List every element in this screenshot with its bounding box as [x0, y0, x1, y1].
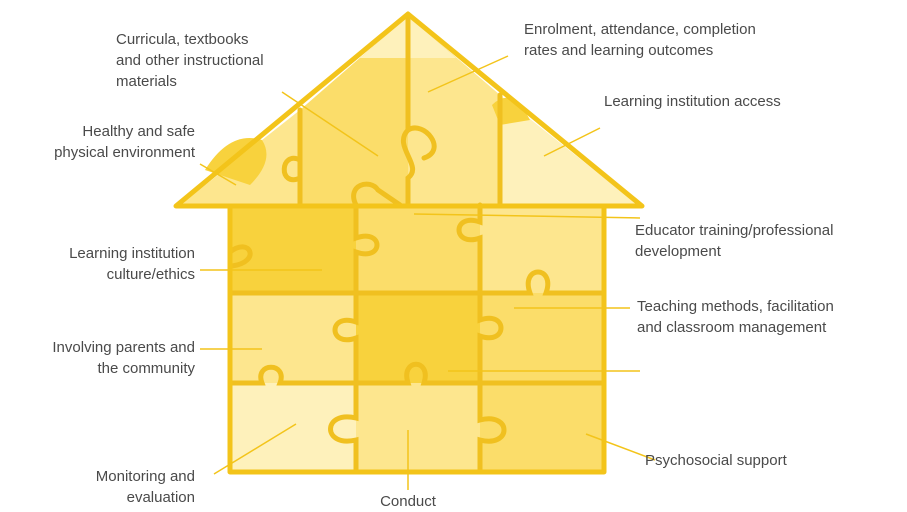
label-healthy: Healthy and safe physical environment [54, 123, 195, 161]
roof-center-right [408, 16, 500, 205]
leader-educator [413, 213, 641, 219]
label-curricula: Curricula, textbooks and other instructi… [116, 31, 264, 90]
label-psychosocial: Psychosocial support [645, 452, 787, 469]
label-enrolment: Enrolment, attendance, completion rates … [524, 21, 756, 59]
leader-psychosocial [585, 433, 656, 461]
roof-left-blob [205, 138, 267, 185]
piece-psychosocial [480, 383, 604, 471]
piece-conduct [356, 383, 480, 471]
leader-access [543, 127, 601, 157]
roof-center-left [300, 16, 408, 205]
leader-monitoring [213, 423, 297, 475]
puzzle-seams [227, 13, 607, 474]
house-outline [173, 11, 645, 475]
label-access: Learning institution access [604, 93, 781, 110]
label-teaching: Teaching methods, facilitation and class… [637, 298, 834, 336]
label-parents: Involving parents and the community [52, 339, 195, 377]
label-culture: Learning institution culture/ethics [69, 245, 195, 283]
label-educator: Educator training/professional developme… [635, 222, 834, 260]
piece-center [356, 293, 480, 383]
leader-curricula [281, 91, 379, 157]
label-conduct: Conduct [380, 493, 436, 510]
piece-monitoring [230, 383, 356, 471]
house-body [230, 205, 604, 471]
piece-teaching [480, 293, 604, 383]
leader-healthy [199, 163, 237, 186]
label-monitoring: Monitoring and evaluation [95, 468, 195, 506]
piece-parents [230, 293, 356, 383]
piece-upper-right [480, 205, 604, 293]
leader-lines [199, 55, 656, 490]
leader-enrolment [427, 55, 509, 93]
